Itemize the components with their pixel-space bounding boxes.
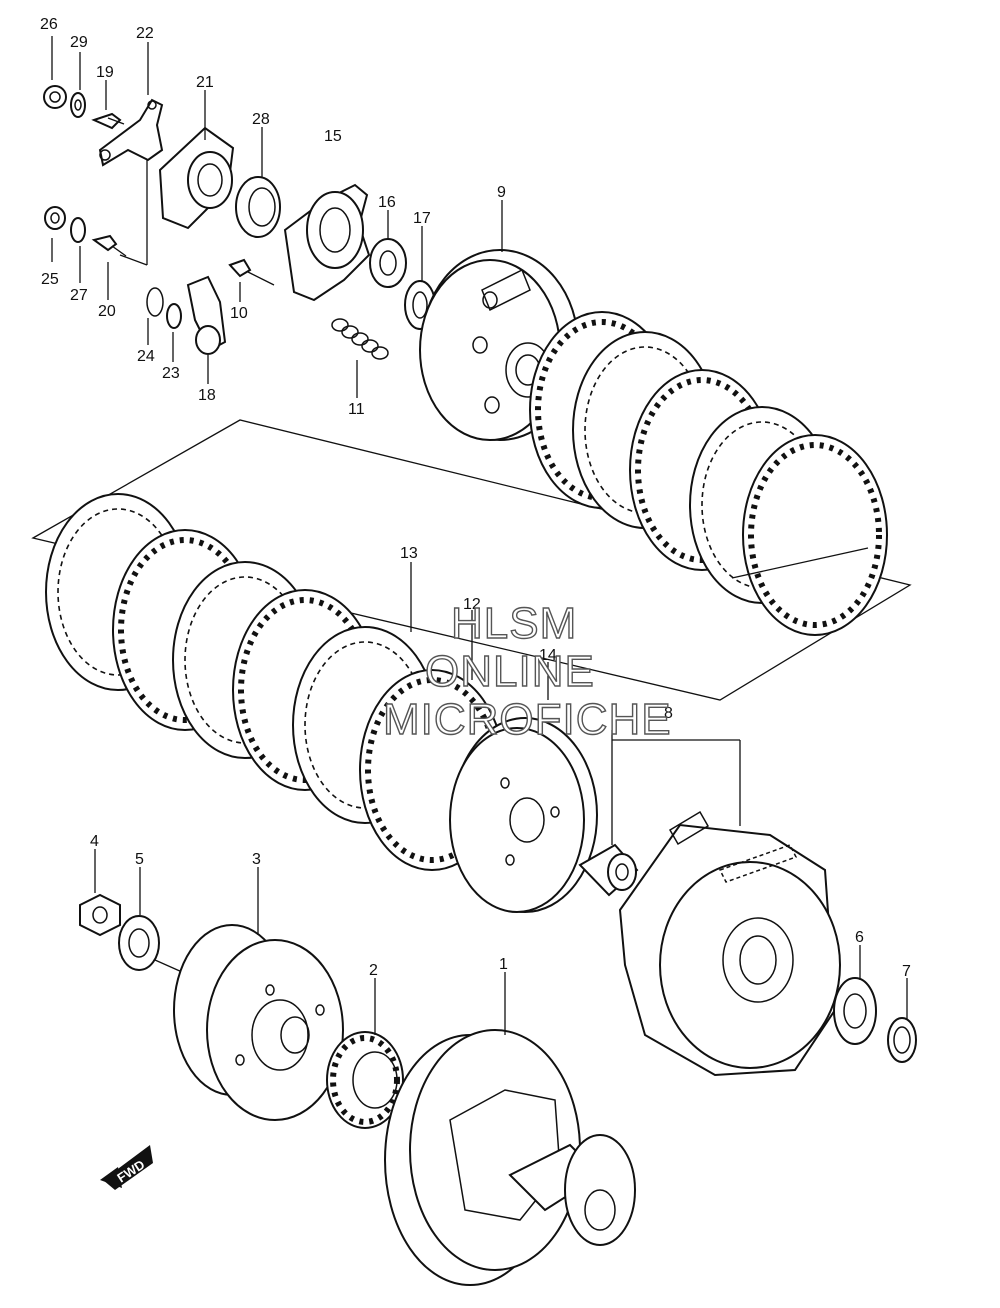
callout-22: 22 xyxy=(136,25,154,42)
callout-16: 16 xyxy=(378,194,396,211)
part-26-nut xyxy=(43,85,67,109)
callout-7: 7 xyxy=(902,963,911,980)
part-5-washer xyxy=(118,915,160,971)
part-21-release-cam xyxy=(158,126,235,230)
watermark-line-3: MICROFICHE xyxy=(383,695,672,744)
callout-3: 3 xyxy=(252,851,261,868)
callout-17: 17 xyxy=(413,210,431,227)
part-10-bolt xyxy=(228,258,275,286)
callout-29: 29 xyxy=(70,34,88,51)
watermark-line-1: HLSM xyxy=(451,599,577,648)
callout-4: 4 xyxy=(90,833,99,850)
part-8-clutch-housing xyxy=(618,810,841,1077)
callout-18: 18 xyxy=(198,387,216,404)
forward-arrow-icon: FWD xyxy=(100,1145,153,1190)
callout-10: 10 xyxy=(230,305,248,322)
watermark: HLSM ONLINE MICROFICHE xyxy=(382,598,672,744)
part-2-one-way-clutch xyxy=(326,1031,404,1129)
watermark-line-2: ONLINE xyxy=(425,647,595,696)
part-11-springs xyxy=(331,318,389,360)
callout-5: 5 xyxy=(135,851,144,868)
callout-9: 9 xyxy=(497,184,506,201)
callout-21: 21 xyxy=(196,74,214,91)
callout-labels: 26 29 19 22 21 28 15 16 17 9 25 27 20 10… xyxy=(40,16,911,980)
callout-12: 12 xyxy=(463,596,481,613)
part-6-washer xyxy=(833,977,877,1045)
callout-24: 24 xyxy=(137,348,155,365)
part-22-lever-arm xyxy=(98,98,164,167)
part-20-bolt xyxy=(91,234,127,257)
part-15-pressure-plate xyxy=(283,183,371,302)
part-3-centrifugal-clutch xyxy=(173,924,344,1121)
leader-lines xyxy=(51,36,908,1035)
callout-6: 6 xyxy=(855,929,864,946)
part-7-bushing xyxy=(887,1017,917,1063)
callout-23: 23 xyxy=(162,365,180,382)
callout-1: 1 xyxy=(499,956,508,973)
callout-11: 11 xyxy=(348,401,365,418)
callout-19: 19 xyxy=(96,64,114,81)
part-16-nut xyxy=(369,238,407,288)
part-24-circlip xyxy=(146,287,164,317)
part-4-nut xyxy=(79,893,121,937)
callout-26: 26 xyxy=(40,16,58,33)
part-29-washer xyxy=(70,92,86,118)
part-8-spacer xyxy=(578,843,639,897)
part-18-release-arm xyxy=(186,275,227,355)
callout-15: 15 xyxy=(324,128,342,145)
part-28-bearing xyxy=(235,176,281,238)
callout-20: 20 xyxy=(98,303,116,320)
callout-2: 2 xyxy=(369,962,378,979)
part-1-clutch-drum xyxy=(384,1029,636,1286)
callout-14: 14 xyxy=(539,647,557,664)
part-25-nut xyxy=(44,206,66,230)
friction-plate-r3 xyxy=(742,434,888,636)
callout-27: 27 xyxy=(70,287,88,304)
part-14-driven-plate xyxy=(449,717,598,913)
callout-8: 8 xyxy=(664,705,673,722)
part-23-washer xyxy=(166,303,182,329)
callout-28: 28 xyxy=(252,111,270,128)
callout-25: 25 xyxy=(41,271,59,288)
part-27-washer xyxy=(70,217,86,243)
callout-13: 13 xyxy=(400,545,418,562)
part-19-bolt xyxy=(91,112,125,130)
plate-group-frame xyxy=(31,419,912,701)
